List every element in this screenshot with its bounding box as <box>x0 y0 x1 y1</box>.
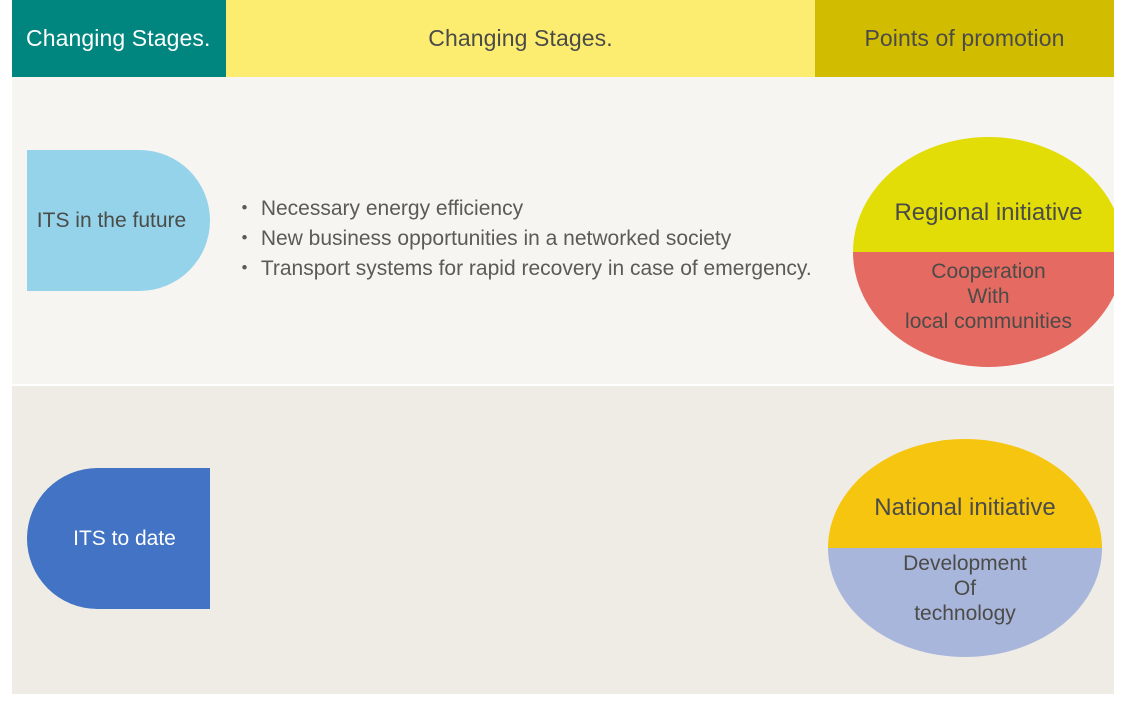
stage-pill-its-in-the-future: ITS in the future <box>27 150 210 291</box>
national-bottom-label: Development Of technology <box>828 551 1102 626</box>
promotion-ellipse-regional: Regional initiative Cooperation With loc… <box>853 137 1114 367</box>
stage-pill-label: ITS to date <box>73 526 176 550</box>
promotion-ellipse-national: National initiative Development Of techn… <box>828 439 1102 657</box>
regional-bottom-line: local communities <box>905 310 1072 333</box>
regional-ellipse-shape <box>853 137 1114 367</box>
regional-bottom-line: With <box>967 285 1010 308</box>
bullet-item: ・ New business opportunities in a networ… <box>234 227 732 250</box>
stage-pill-its-to-date: ITS to date <box>27 468 210 609</box>
national-bottom-line: technology <box>914 602 1016 625</box>
header-cell-changing-stages: Changing Stages. <box>226 0 815 77</box>
regional-top-label: Regional initiative <box>894 199 1083 226</box>
header-cell-points-of-promotion: Points of promotion <box>815 0 1114 77</box>
bullet-item: ・ Transport systems for rapid recovery i… <box>234 257 812 280</box>
national-ellipse-shape <box>828 439 1102 657</box>
diagram-frame: Changing Stages. Changing Stages. Points… <box>12 0 1114 694</box>
header-cell-stage: Changing Stages. <box>12 0 226 77</box>
regional-bottom-label: Cooperation With local communities <box>853 259 1114 334</box>
regional-bottom-line: Cooperation <box>931 260 1046 283</box>
bullet-list-future: ・ Necessary energy efficiency ・ New busi… <box>234 194 812 284</box>
national-bottom-line: Development <box>903 552 1027 575</box>
national-top-label: National initiative <box>874 494 1056 521</box>
header-band: Changing Stages. Changing Stages. Points… <box>12 0 1114 77</box>
stage-pill-label: ITS in the future <box>36 208 187 232</box>
national-bottom-line: Of <box>953 577 977 600</box>
row-future: ITS in the future ・ Necessary energy eff… <box>12 77 1114 384</box>
row-to-date: ITS to date ・ Realisation of rapid movem… <box>12 386 1114 694</box>
bullet-item: ・ Necessary energy efficiency <box>234 197 524 220</box>
